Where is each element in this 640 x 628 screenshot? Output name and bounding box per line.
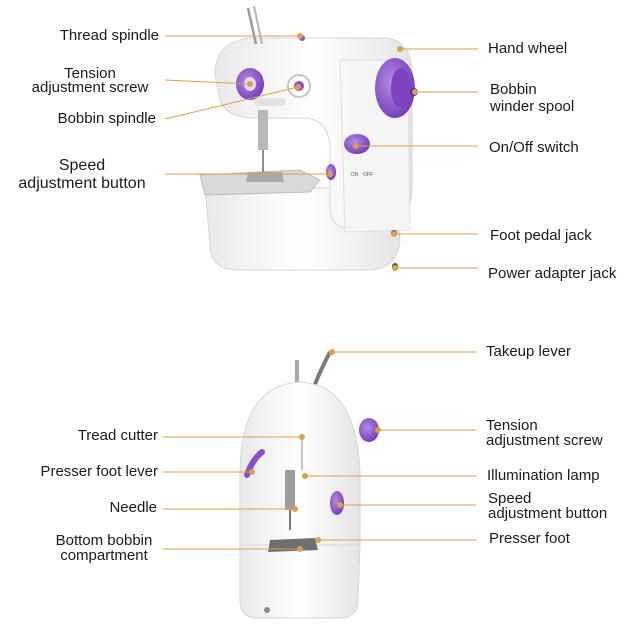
bottom-presser-lever — [244, 449, 265, 478]
dot-needle — [292, 506, 298, 512]
bottom-needle-shaft — [285, 470, 295, 510]
label-thread-spindle: Thread spindle — [59, 27, 159, 44]
bottom-machine-upper — [239, 381, 361, 546]
leader-bobbin-spindle — [164, 86, 299, 120]
label-presser-foot: Presser foot — [489, 530, 570, 547]
label-winder-line1: Bobbin — [490, 81, 537, 98]
top-needle-bar — [258, 110, 268, 150]
label-tension-screw-line2: adjustment screw — [31, 79, 149, 96]
dot-takeup — [329, 349, 335, 355]
bottom-tension-knob — [359, 418, 379, 442]
label-hand-wheel: Hand wheel — [488, 40, 568, 57]
label-speed-button-line2: adjustment button — [18, 175, 146, 192]
label-tension-line2: adjustment screw — [486, 432, 603, 449]
bottom-machine — [239, 351, 379, 619]
label-tension-screw-line1: Tension — [64, 65, 116, 82]
top-off-text: OFF — [363, 172, 373, 178]
dot-onoff — [353, 143, 359, 149]
top-thread-rod-1 — [246, 7, 258, 45]
label-power-adapter: Power adapter jack — [488, 265, 617, 282]
top-machine: ON OFF — [199, 5, 418, 271]
dot-lamp — [302, 473, 308, 479]
label-bobbin-comp-line1: Bottom bobbin — [55, 532, 153, 549]
label-speed-line2: adjustment button — [488, 505, 608, 522]
label-onoff: On/Off switch — [489, 139, 579, 156]
label-tension-line1: Tension — [486, 417, 538, 434]
bottom-speed-button — [330, 491, 344, 515]
label-lamp: Illumination lamp — [487, 467, 600, 484]
bottom-bobbin-hole — [264, 607, 270, 613]
dot-bobbin-spindle — [295, 84, 301, 90]
dot-tension — [375, 427, 381, 433]
dot-tension-screw — [247, 81, 253, 87]
label-tread-cutter: Tread cutter — [77, 427, 158, 444]
label-presser-lever: Presser foot lever — [40, 463, 158, 480]
dot-bobbin-comp — [297, 546, 303, 552]
label-winder-line2: winder spool — [490, 98, 575, 115]
dot-thread-spindle — [297, 33, 303, 39]
top-thread-rod-2 — [253, 5, 263, 45]
dot-speed-button — [327, 171, 333, 177]
bottom-presser-foot — [268, 538, 318, 552]
dot-foot-pedal — [391, 231, 397, 237]
dot-power — [392, 265, 398, 271]
top-hand-wheel-hub — [391, 68, 411, 108]
leader-tension-screw — [164, 79, 251, 85]
top-lamp-window — [255, 98, 285, 106]
dot-hand-wheel — [397, 46, 403, 52]
label-bobbin-comp-line2: compartment — [60, 547, 148, 564]
label-speed-button-line1: Speed — [58, 157, 106, 174]
label-bobbin-spindle: Bobbin spindle — [57, 110, 156, 127]
label-takeup: Takeup lever — [486, 343, 572, 360]
label-foot-pedal: Foot pedal jack — [490, 227, 592, 244]
bottom-machine-base — [239, 544, 361, 619]
dot-speed — [337, 502, 343, 508]
top-leader-lines — [164, 33, 478, 271]
top-machine-bed — [199, 169, 321, 196]
bottom-leader-lines — [163, 349, 476, 552]
label-speed-line1: Speed — [488, 490, 532, 507]
top-on-text: ON — [351, 172, 359, 178]
dot-presser-foot — [315, 537, 321, 543]
dot-winder — [412, 89, 418, 95]
label-needle: Needle — [109, 499, 157, 516]
dot-tread-cutter — [299, 434, 305, 440]
dot-presser-lever — [249, 469, 255, 475]
